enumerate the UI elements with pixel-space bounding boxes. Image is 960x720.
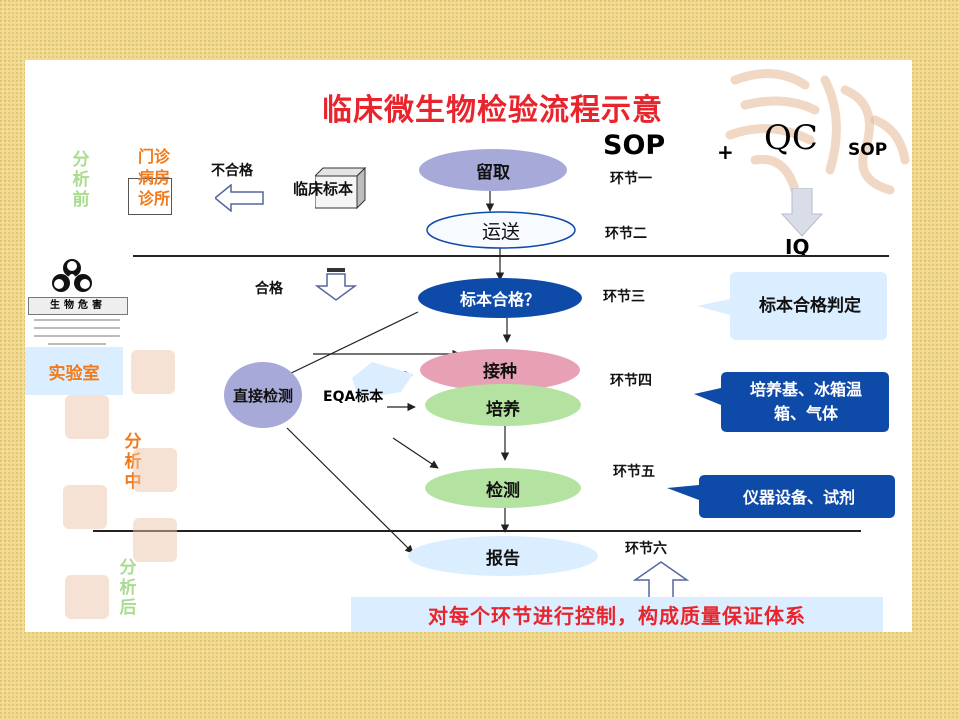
phase-pre-label: 分析前 — [72, 150, 90, 210]
seal-decoration — [133, 518, 177, 562]
media-callout — [694, 372, 889, 432]
sample-box-icon — [315, 167, 367, 210]
source-item: 诊所 — [137, 189, 170, 208]
inoculate-node — [420, 349, 580, 391]
biohazard-icon — [52, 259, 92, 292]
sop-small-label: SOP — [848, 140, 888, 160]
unqualified-label: 不合格 — [211, 163, 253, 179]
sources-box — [128, 178, 172, 215]
step-label: 环节二 — [605, 226, 647, 242]
seal-decoration — [65, 575, 109, 619]
seal-decoration — [63, 485, 107, 529]
qc-label: QC — [764, 118, 818, 158]
eqa-label: EQA标本 — [323, 389, 384, 405]
sample-judge-text: 标本合格判定 — [759, 296, 861, 316]
lab-badge: 实验室 — [25, 347, 123, 395]
eqa-pentagon — [352, 362, 413, 399]
direct-test-label: 直接检测 — [232, 386, 293, 405]
step-label: 环节五 — [613, 464, 655, 480]
instruments-text: 仪器设备、试剂 — [742, 488, 855, 507]
step-label: 环节三 — [603, 289, 645, 305]
seal-decoration — [133, 448, 177, 492]
callout-shapes — [667, 272, 895, 518]
instruments-callout — [667, 475, 895, 518]
slide-canvas: 临床微生物检验流程示意 SOP + QC SOP IQ 分析前 分析中 分析后 … — [25, 60, 912, 632]
inoculate-label: 接种 — [483, 361, 517, 382]
sample-ok-label: 标本合格？ — [459, 290, 540, 309]
report-label: 报告 — [486, 548, 520, 569]
divider-top — [133, 255, 889, 257]
down-arrow-qualified-icon — [315, 268, 358, 301]
biohazard-lines — [28, 314, 126, 358]
seal-decoration — [131, 350, 175, 394]
retain-label: 留取 — [476, 162, 510, 183]
clinical-sample-label: 临床标本 — [293, 180, 354, 198]
qualified-label: 合格 — [255, 281, 283, 297]
transport-label: 运送 — [481, 220, 520, 243]
flow-shapes — [224, 149, 598, 576]
culture-label: 培养 — [486, 399, 520, 420]
left-arrow-icon — [215, 184, 264, 212]
report-node — [408, 536, 598, 576]
source-item: 病房 — [137, 168, 170, 187]
detect-node — [425, 468, 581, 508]
biohazard-label: 生物危害 — [28, 297, 128, 315]
source-item: 门诊 — [137, 147, 170, 166]
step-label: 环节四 — [610, 373, 652, 389]
sample-ok-node — [418, 278, 582, 318]
plus-sign: + — [717, 140, 734, 164]
footer-banner: 对每个环节进行控制，构成质量保证体系 — [351, 597, 883, 632]
sample-judge-callout — [697, 272, 887, 340]
divider-bottom — [93, 530, 861, 532]
sources-list: 门诊 病房 诊所 — [133, 146, 175, 209]
step-label: 环节六 — [625, 541, 667, 557]
seal-decoration — [65, 395, 109, 439]
phase-post-label: 分析后 — [119, 558, 137, 618]
culture-node — [425, 384, 581, 426]
retain-node — [419, 149, 567, 191]
calligraphy-watermark-icon — [725, 69, 910, 195]
step-label: 环节一 — [610, 171, 652, 187]
transport-node — [426, 211, 576, 249]
down-arrow-iq-icon — [780, 188, 824, 237]
detect-label: 检测 — [486, 480, 520, 501]
sop-label: SOP — [603, 130, 666, 161]
page-title: 临床微生物检验流程示意 — [322, 93, 663, 128]
direct-test-node — [224, 362, 302, 428]
media-text: 培养基、冰箱温箱、气体 — [749, 380, 862, 423]
up-arrow-icon — [633, 561, 689, 599]
